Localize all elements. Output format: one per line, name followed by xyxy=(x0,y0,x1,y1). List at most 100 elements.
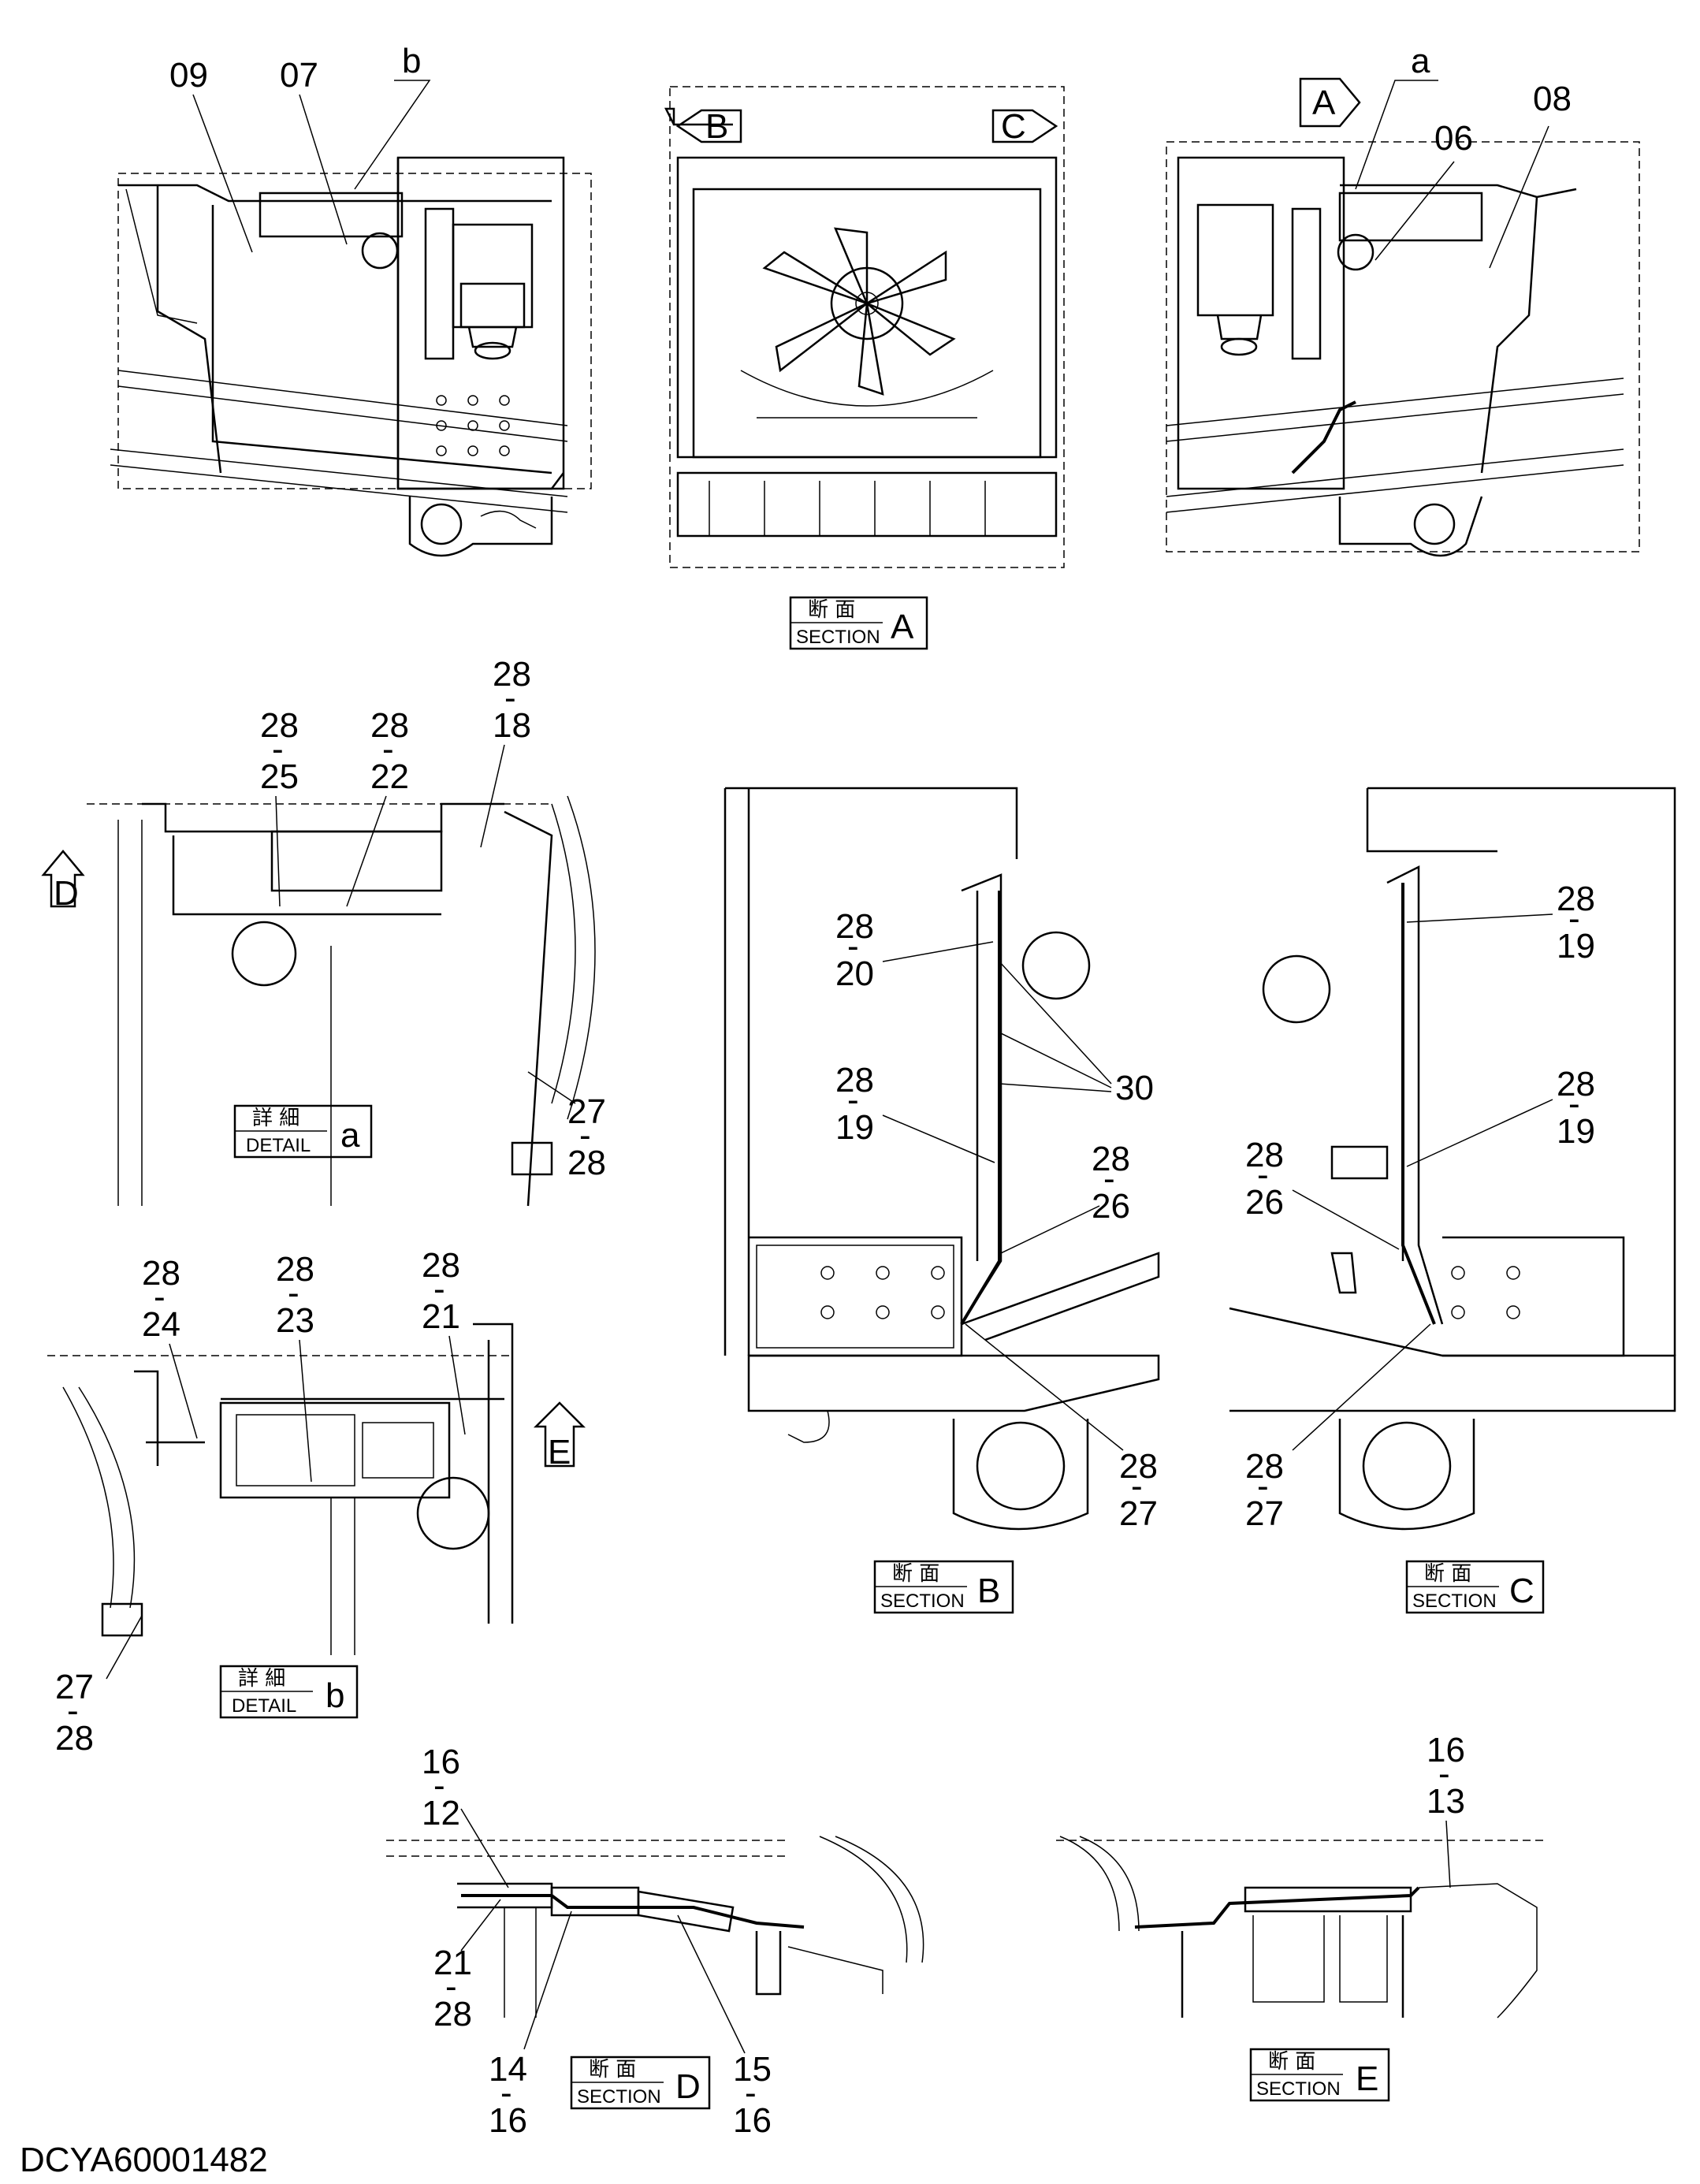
callout-top: 28 xyxy=(1119,1447,1158,1486)
callout-top: 28 xyxy=(835,1061,874,1099)
callout-bottom: 20 xyxy=(835,954,874,993)
callout-bottom: 27 xyxy=(1119,1494,1158,1533)
view-arrow-icon xyxy=(533,1401,586,1468)
callout-bottom: 19 xyxy=(1557,1112,1595,1151)
section-c-view: 28 - 19 28 - 19 28 - 26 28 - 27 xyxy=(1229,787,1676,1533)
label-a: a xyxy=(1411,42,1430,80)
bolt-circle-icon xyxy=(436,395,510,456)
callout-bottom: 24 xyxy=(142,1305,180,1344)
arrow-label-c: C xyxy=(1001,107,1026,146)
label-b: b xyxy=(402,42,421,80)
callout-bottom: 16 xyxy=(489,2101,527,2140)
section-d-view: 16 - 12 21 - 28 14 - 16 15 - 16 xyxy=(386,1743,924,2140)
caption-jp: 断 面 xyxy=(892,1562,939,1586)
callout-top: 28 xyxy=(1245,1447,1284,1486)
callout-top: 28 xyxy=(142,1254,180,1293)
label-06: 06 xyxy=(1434,119,1473,158)
callout-top: 28 xyxy=(1557,1065,1595,1103)
callout-single: 30 xyxy=(1115,1069,1154,1107)
callout-dash: - xyxy=(847,1081,859,1119)
callout-bottom: 18 xyxy=(493,706,531,745)
caption-en: SECTION xyxy=(577,2086,661,2108)
top-center-view: B C xyxy=(664,86,1065,568)
caption-jp: 断 面 xyxy=(1424,1562,1471,1586)
section-e-caption: 断 面 SECTION E xyxy=(1249,2048,1390,2102)
callout-dash: - xyxy=(67,1691,79,1730)
section-c-caption: 断 面 SECTION C xyxy=(1405,1560,1545,1614)
label-07: 07 xyxy=(280,56,318,95)
callout-bottom: 13 xyxy=(1427,1782,1465,1821)
section-a-caption: 断 面 SECTION A xyxy=(789,596,928,650)
detail-a-view: D 28 - 25 28 - 22 28 - 18 27 - 28 xyxy=(41,655,606,1207)
view-arrow-icon xyxy=(991,109,1058,143)
callout-dash: - xyxy=(272,730,284,768)
arrow-label-e: E xyxy=(548,1433,571,1472)
caption-jp: 断 面 xyxy=(589,2058,636,2082)
callout-dash: - xyxy=(1131,1467,1143,1505)
caption-jp: 詳 細 xyxy=(238,1667,285,1691)
caption-letter: E xyxy=(1356,2059,1378,2098)
callout-top: 16 xyxy=(1427,1731,1465,1769)
callout-top: 28 xyxy=(1557,880,1595,918)
callout-top: 28 xyxy=(1245,1136,1284,1174)
section-b-view: 28 - 20 28 - 19 30 28 - 26 28 - 27 xyxy=(724,787,1160,1533)
caption-letter: C xyxy=(1509,1572,1534,1610)
callout-dash: - xyxy=(382,730,394,768)
callout-top: 21 xyxy=(433,1944,472,1982)
callout-bottom: 28 xyxy=(55,1719,94,1758)
detail-b-view: E 28 - 24 28 - 23 28 - 21 27 - 28 xyxy=(47,1246,586,1758)
section-b-caption: 断 面 SECTION B xyxy=(873,1560,1014,1614)
callout-bottom: 16 xyxy=(733,2101,772,2140)
callout-dash: - xyxy=(1103,1159,1115,1198)
callout-bottom: 28 xyxy=(433,1995,472,2033)
arrow-label-d: D xyxy=(54,874,79,913)
callout-dash: - xyxy=(579,1116,591,1155)
arrow-label-b: B xyxy=(705,107,728,146)
caption-en: DETAIL xyxy=(246,1135,311,1156)
callout-dash: - xyxy=(1257,1155,1269,1194)
callout-dash: - xyxy=(1568,899,1580,938)
callout-dash: - xyxy=(433,1270,445,1308)
section-e-view: 16 - 13 xyxy=(1056,1731,1545,2018)
callout-dash: - xyxy=(1568,1085,1580,1123)
callout-dash: - xyxy=(847,927,859,965)
top-left-view: 09 07 b xyxy=(110,42,592,557)
callout-bottom: 27 xyxy=(1245,1494,1284,1533)
callout-top: 28 xyxy=(1092,1140,1130,1178)
caption-letter: b xyxy=(325,1676,344,1715)
caption-en: SECTION xyxy=(880,1591,965,1612)
callout-top: 28 xyxy=(835,907,874,946)
caption-jp: 断 面 xyxy=(808,598,855,622)
callout-dash: - xyxy=(1257,1467,1269,1505)
callout-bottom: 22 xyxy=(370,757,409,796)
callout-dash: - xyxy=(154,1278,166,1316)
top-right-view: A a 06 08 xyxy=(1166,42,1640,557)
callout-top: 28 xyxy=(370,706,409,745)
callout-bottom: 23 xyxy=(276,1301,314,1340)
fan-icon xyxy=(762,227,956,396)
label-08: 08 xyxy=(1533,80,1572,118)
callout-dash: - xyxy=(1438,1754,1450,1793)
callout-bottom: 26 xyxy=(1245,1183,1284,1222)
detail-a-caption: 詳 細 DETAIL a xyxy=(233,1104,373,1159)
callout-dash: - xyxy=(745,2074,757,2112)
callout-top: 27 xyxy=(567,1092,606,1131)
callout-dash: - xyxy=(445,1967,457,2006)
section-d-caption: 断 面 SECTION D xyxy=(570,2056,711,2110)
callout-dash: - xyxy=(504,679,516,717)
callout-top: 28 xyxy=(422,1246,460,1285)
detail-b-caption: 詳 細 DETAIL b xyxy=(219,1665,359,1719)
caption-letter: B xyxy=(977,1572,1000,1610)
arrow-label-a: A xyxy=(1312,84,1336,122)
caption-letter: D xyxy=(675,2067,701,2106)
callout-top: 28 xyxy=(260,706,299,745)
drawing-id: DCYA60001482 xyxy=(20,2141,268,2179)
callout-bottom: 12 xyxy=(422,1794,460,1832)
caption-letter: a xyxy=(340,1116,360,1155)
callout-bottom: 21 xyxy=(422,1297,460,1336)
caption-en: DETAIL xyxy=(232,1695,296,1717)
view-arrow-icon xyxy=(1299,77,1361,128)
caption-letter: A xyxy=(891,608,914,646)
caption-en: SECTION xyxy=(1256,2078,1341,2100)
